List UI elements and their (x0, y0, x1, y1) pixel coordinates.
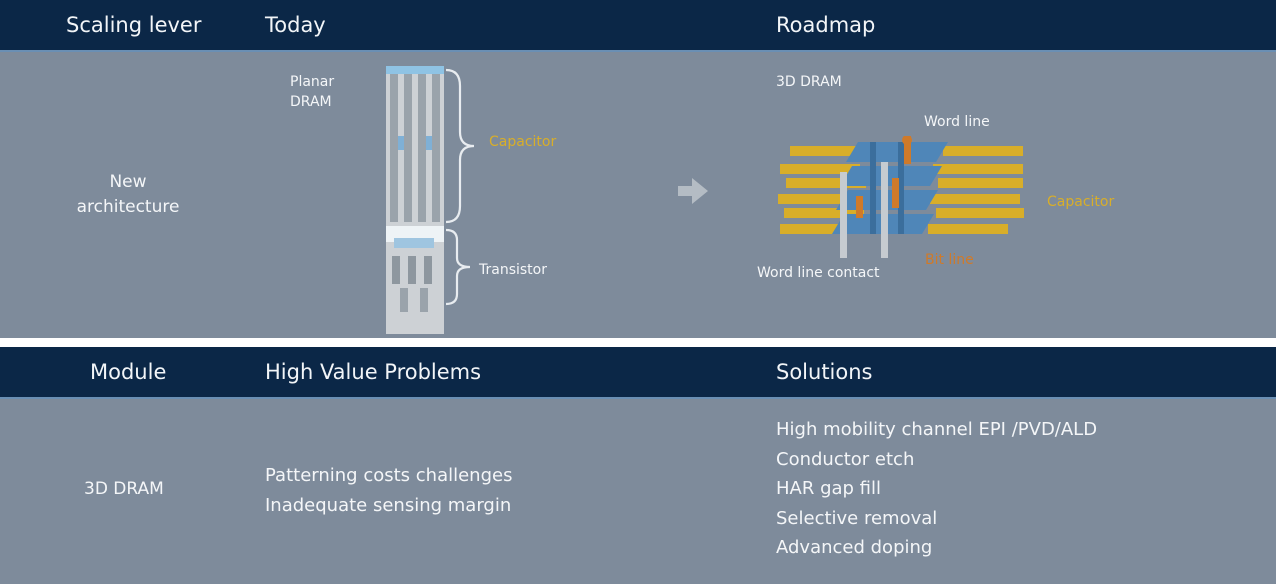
solution-item: High mobility channel EPI /PVD/ALD (776, 419, 1098, 440)
planar-capacitor-label: Capacitor (489, 134, 557, 150)
3d-dram-structure (778, 136, 1024, 258)
word-line-label: Word line (924, 114, 990, 130)
scaling-lever-value: New architecture (76, 172, 180, 217)
solution-item: Advanced doping (776, 537, 933, 558)
3d-dram-title: 3D DRAM (776, 74, 842, 90)
transistor-brace (445, 228, 471, 306)
roadmap-table-row: New architecture Planar DRAM Capacitor T… (0, 52, 1276, 338)
solution-item: Selective removal (776, 507, 938, 529)
capacitor-brace (445, 68, 475, 224)
solutions-list: High mobility channel EPI /PVD/ALD Condu… (776, 415, 1097, 563)
module-value: 3D DRAM (84, 479, 164, 499)
header-solutions: Solutions (776, 360, 873, 384)
solution-item: HAR gap fill (776, 478, 882, 499)
solution-item: Conductor etch (776, 448, 915, 470)
header-today: Today (265, 13, 326, 37)
problems-table-row: 3D DRAM Patterning costs challenges Inad… (0, 399, 1276, 584)
problem-item: Patterning costs challenges (265, 465, 513, 486)
header-high-value-problems: High Value Problems (265, 360, 482, 384)
problem-item: Inadequate sensing margin (265, 494, 512, 516)
planar-dram-title: Planar DRAM (290, 74, 335, 110)
word-line-contact-label: Word line contact (757, 265, 880, 281)
header-scaling-lever: Scaling lever (66, 13, 202, 37)
planar-dram-cross-section (386, 66, 444, 334)
bit-line-label: Bit line (925, 252, 974, 268)
3d-capacitor-label: Capacitor (1047, 194, 1115, 210)
problems-table-header: Module High Value Problems Solutions (0, 347, 1276, 399)
roadmap-table-header: Scaling lever Today Roadmap (0, 0, 1276, 52)
header-roadmap: Roadmap (776, 13, 876, 37)
planar-transistor-label: Transistor (479, 262, 547, 278)
problems-list: Patterning costs challenges Inadequate s… (265, 461, 512, 520)
arrow-right-icon (678, 178, 708, 204)
header-module: Module (90, 360, 167, 384)
